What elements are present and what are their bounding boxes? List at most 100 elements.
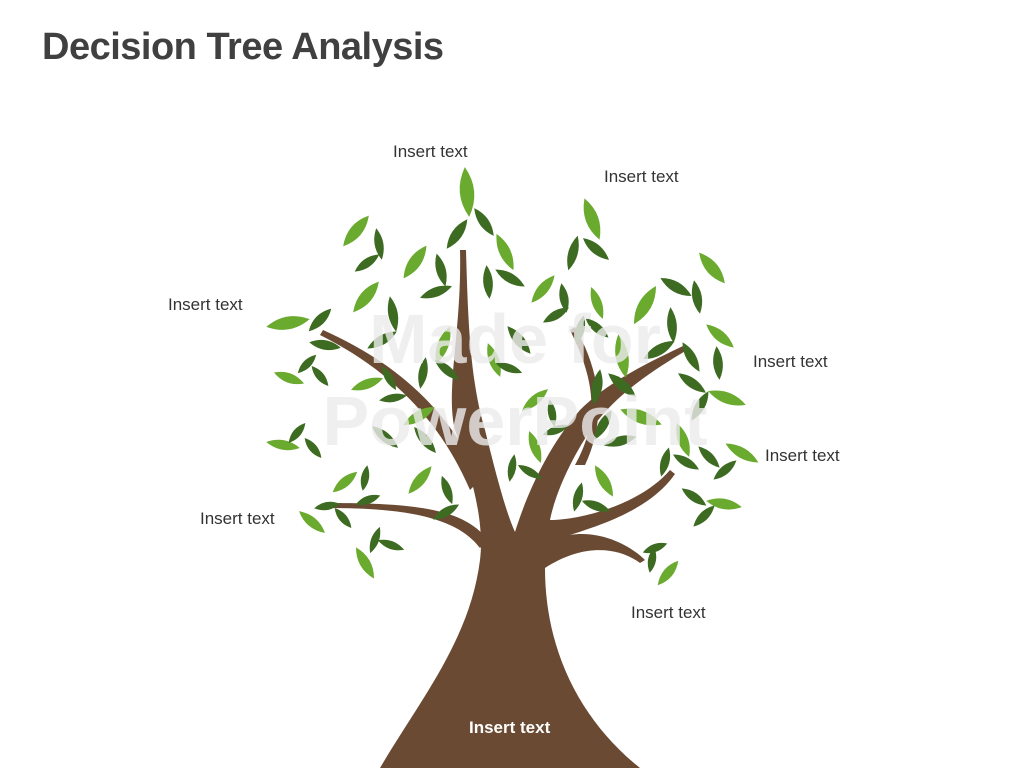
leaf-70 [351,377,383,391]
branch-label-lower-right: Insert text [631,603,706,622]
leaf-4 [343,215,369,247]
leaf-76 [487,343,501,377]
leaf-42 [673,454,699,470]
leaf-44 [698,446,720,468]
leaf-19 [590,287,604,319]
leaf-27 [643,341,675,359]
leaf-41 [659,447,671,477]
leaf-13 [583,198,601,240]
leaf-26 [667,307,677,343]
branch-label-lower-left: Insert text [200,509,275,528]
leaf-62 [308,308,332,332]
branch-label-top: Insert text [393,142,468,161]
leaf-67 [273,371,305,385]
leaf-36 [691,391,709,421]
leaf-11 [483,265,493,299]
tree-trunk [320,250,687,768]
tree-foliage [266,167,759,586]
leaf-40 [676,423,690,457]
leaf-46 [706,498,742,510]
leaf-3 [474,208,494,236]
leaf-28 [706,324,734,348]
leaf-29 [682,342,700,372]
leaf-6 [354,254,380,272]
leaf-15 [582,238,610,260]
leaf-83 [288,423,306,443]
leaf-68 [297,354,317,374]
leaf-7 [403,245,427,279]
leaf-20 [574,315,586,345]
leaf-64 [353,281,379,313]
leaf-23 [660,278,692,296]
leaf-2 [446,219,468,249]
leaf-38 [594,410,612,440]
leaf-59 [647,547,657,573]
leaf-75 [434,359,460,381]
leaf-8 [435,253,447,287]
leaf-88 [298,511,326,533]
leaf-21 [585,318,609,338]
leaf-17 [559,283,569,313]
leaf-54 [517,465,543,479]
leaf-74 [418,357,428,389]
leaf-72 [379,393,407,403]
leaf-49 [595,465,613,497]
leaf-45 [713,460,737,480]
leaf-47 [681,488,707,506]
branch-label-upper-left: Insert text [168,295,243,314]
leaf-89 [314,501,340,511]
leaf-71 [382,365,396,391]
leaf-1 [459,167,475,217]
branch-label-right: Insert text [765,446,840,465]
leaf-31 [615,334,629,378]
leaf-57 [542,424,570,436]
leaf-81 [414,426,436,454]
leaf-50 [572,482,584,512]
branch-label-upper-right: Insert text [753,352,828,371]
leaf-34 [708,390,746,406]
leaf-80 [371,426,399,448]
leaf-63 [309,339,341,351]
leaf-16 [531,275,555,303]
slide-title: Decision Tree Analysis [42,26,444,68]
leaf-33 [608,373,636,397]
leaf-60 [642,542,668,554]
leaf-96 [433,504,459,520]
leaf-91 [356,547,374,579]
leaf-35 [678,373,706,393]
leaf-55 [521,389,549,411]
leaf-5 [374,228,384,260]
leaf-85 [332,471,358,493]
leaf-24 [691,280,703,314]
leaf-94 [408,466,432,494]
leaf-73 [435,326,451,364]
leaf-82 [266,439,300,451]
leaf-9 [420,285,452,299]
leaf-87 [355,494,381,506]
trunk-label: Insert text [469,718,551,737]
leaf-30 [713,346,723,380]
leaf-48 [693,505,715,527]
leaf-37 [620,408,662,426]
leaf-65 [387,296,399,332]
leaf-69 [311,366,329,386]
leaf-22 [699,252,725,284]
leaf-25 [633,285,657,325]
leaf-12 [495,269,525,287]
leaf-61 [266,316,310,330]
leaf-95 [441,475,453,505]
branch-label-top-right: Insert text [604,167,679,186]
leaf-51 [581,500,611,512]
leaf-92 [369,526,381,554]
leaf-32 [591,369,603,405]
leaf-43 [725,443,759,463]
leaf-10 [496,233,514,271]
leaf-77 [507,326,531,354]
leaf-79 [403,407,435,425]
leaf-78 [495,362,523,374]
leaf-90 [334,508,352,528]
leaf-84 [304,438,322,458]
leaf-18 [543,307,569,323]
leaf-93 [377,539,405,551]
